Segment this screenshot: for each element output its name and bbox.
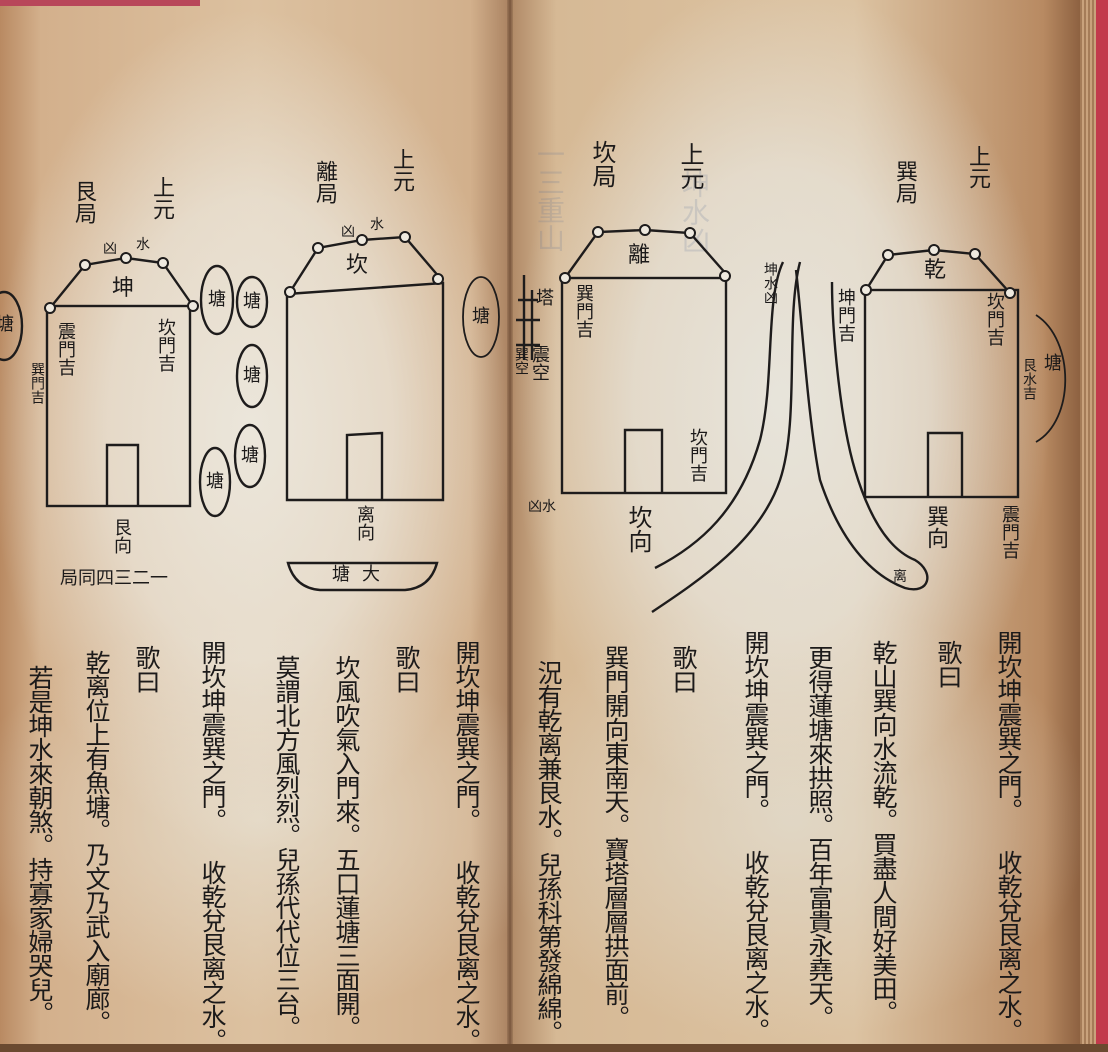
text-column: 乾离位上有魚塘。乃文乃武入廟廊。 bbox=[82, 650, 111, 1034]
door-zhen-label: 震門吉 bbox=[55, 322, 76, 376]
river-li-label: 离 bbox=[893, 569, 907, 585]
door-xun-label: 巽門吉 bbox=[29, 362, 45, 404]
text-column: 況有乾离兼艮水。兒孫科第發綿綿。 bbox=[534, 660, 563, 1044]
facing-label: 巽向 bbox=[923, 505, 948, 549]
big-pond-label: 大塘 bbox=[332, 564, 392, 585]
roof-trigram: 離 bbox=[628, 243, 651, 268]
text-column: 若是坤水來朝煞。持寡家婦哭兒。 bbox=[25, 665, 54, 1025]
text-column: 更得蓮塘來拱照。百年富貴永堯天。 bbox=[805, 645, 834, 1029]
red-cover-edge bbox=[1096, 0, 1108, 1044]
diagram-title: 艮局 bbox=[71, 180, 96, 224]
bad-label: 凶 bbox=[103, 241, 117, 257]
text-column: 乾山巽向水流乾。買盡人間好美田。 bbox=[869, 640, 898, 1024]
roof-trigram: 坤 bbox=[112, 276, 135, 301]
left-page bbox=[0, 0, 511, 1044]
era-label: 上元 bbox=[389, 148, 414, 192]
text-column: 坎風吹氣入門來。五口蓮塘三面開。 bbox=[332, 655, 361, 1039]
text-column: 巽門開向東南天。寶塔層層拱面前。 bbox=[601, 645, 630, 1029]
xun-empty-label: 巽空 bbox=[513, 347, 529, 375]
text-column: 莫謂北方風烈烈。兒孫代代位三台。 bbox=[272, 655, 301, 1039]
pond-label: 塘 bbox=[0, 314, 14, 335]
door-kan-label: 坎門吉 bbox=[687, 428, 708, 482]
pond-label: 塘 bbox=[206, 471, 224, 492]
house-li bbox=[284, 231, 500, 592]
diagram-title: 坎局 bbox=[588, 140, 616, 188]
text-column: 開坎坤震巽之門。 收乾兌艮离之水。 bbox=[741, 630, 770, 1042]
page-edges bbox=[1080, 0, 1096, 1044]
text-column: 開坎坤震巽之門。 收乾兌艮离之水。 bbox=[198, 640, 227, 1052]
door-kan-label: 坎門吉 bbox=[984, 292, 1005, 346]
song-heading: 歌曰 bbox=[934, 640, 963, 688]
zhen-empty-label: 震空 bbox=[529, 345, 550, 381]
door-kun-label: 坤門吉 bbox=[835, 288, 856, 342]
water-label: 水 bbox=[136, 237, 150, 253]
door-zhen-label: 震門吉 bbox=[999, 505, 1020, 559]
gen-water-label: 艮水吉 bbox=[1021, 358, 1037, 400]
bad-label: 凶 bbox=[341, 224, 355, 240]
bleed-through-text: 坤水凶 bbox=[678, 170, 711, 254]
tower-label: 塔 bbox=[536, 288, 554, 309]
era-label: 上元 bbox=[149, 176, 174, 220]
book-gutter bbox=[507, 0, 513, 1044]
pagoda bbox=[516, 275, 540, 360]
red-cover-corner bbox=[0, 0, 200, 6]
door-kan-label: 坎門吉 bbox=[155, 318, 176, 372]
roof-trigram: 乾 bbox=[924, 258, 947, 283]
facing-label: 坎向 bbox=[624, 505, 652, 553]
river bbox=[651, 261, 929, 613]
door-xun-label: 巽門吉 bbox=[573, 284, 594, 338]
river-kun-label: 坤水凶 bbox=[762, 262, 778, 304]
water-label: 水 bbox=[370, 217, 384, 233]
pond-label: 塘 bbox=[241, 445, 259, 466]
facing-label: 离向 bbox=[354, 505, 375, 541]
facing-label: 艮向 bbox=[111, 518, 132, 554]
pond-label: 塘 bbox=[1044, 353, 1062, 374]
pond-label: 塘 bbox=[243, 291, 261, 312]
bad-water-label: 水凶 bbox=[528, 499, 556, 515]
house-gen bbox=[44, 252, 199, 508]
song-heading: 歌曰 bbox=[392, 645, 421, 693]
pond-label: 塘 bbox=[243, 365, 261, 386]
song-heading: 歌曰 bbox=[132, 645, 161, 693]
diagram-title: 離局 bbox=[312, 160, 337, 204]
ponds-gen bbox=[0, 264, 269, 518]
pond-label: 塘 bbox=[472, 306, 490, 327]
bleed-through-text: 一三重山 bbox=[533, 140, 566, 252]
era-label: 上元 bbox=[965, 145, 990, 189]
pond-label: 塘 bbox=[208, 289, 226, 310]
text-column: 開坎坤震巽之門。 收乾兌艮离之水。 bbox=[452, 640, 481, 1052]
era-label: 上元 bbox=[676, 142, 704, 190]
house-xun bbox=[860, 244, 1067, 499]
roof-trigram: 坎 bbox=[346, 253, 369, 278]
text-column: 開坎坤震巽之門。 收乾兌艮离之水。 bbox=[994, 630, 1023, 1042]
right-page bbox=[511, 0, 1083, 1044]
song-heading: 歌曰 bbox=[669, 645, 698, 693]
diagram-title: 巽局 bbox=[892, 160, 917, 204]
same-layout-note: 一二三四同局 bbox=[60, 568, 168, 589]
house-kan bbox=[559, 224, 731, 495]
